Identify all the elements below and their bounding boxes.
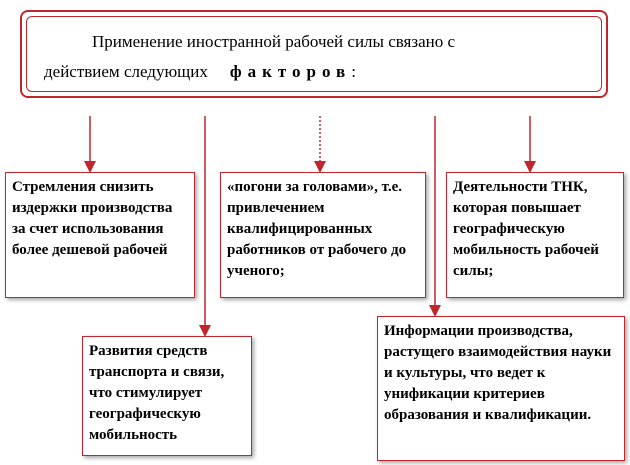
factor-box-headhunting: «погони за головами», т.е. привлечением … — [220, 172, 426, 298]
factor-box-tnc: Деятельности ТНК, которая повышает геогр… — [446, 172, 624, 298]
factor-box-information: Информации производства, растущего взаим… — [377, 316, 625, 461]
title-line-2-prefix: действием следующих — [44, 62, 208, 81]
factor-box-cheap-labor: Стремления снизить издержки производства… — [5, 172, 195, 298]
title-emphasis: факторов — [229, 62, 352, 81]
factor-box-transport: Развития средств транспорта и связи, что… — [82, 336, 252, 456]
title-line-2: действием следующих факторов: — [44, 62, 356, 82]
title-line-1: Применение иностранной рабочей силы связ… — [92, 32, 456, 51]
title-box: Применение иностранной рабочей силы связ… — [20, 10, 608, 98]
title-line-2-suffix: : — [351, 62, 356, 81]
